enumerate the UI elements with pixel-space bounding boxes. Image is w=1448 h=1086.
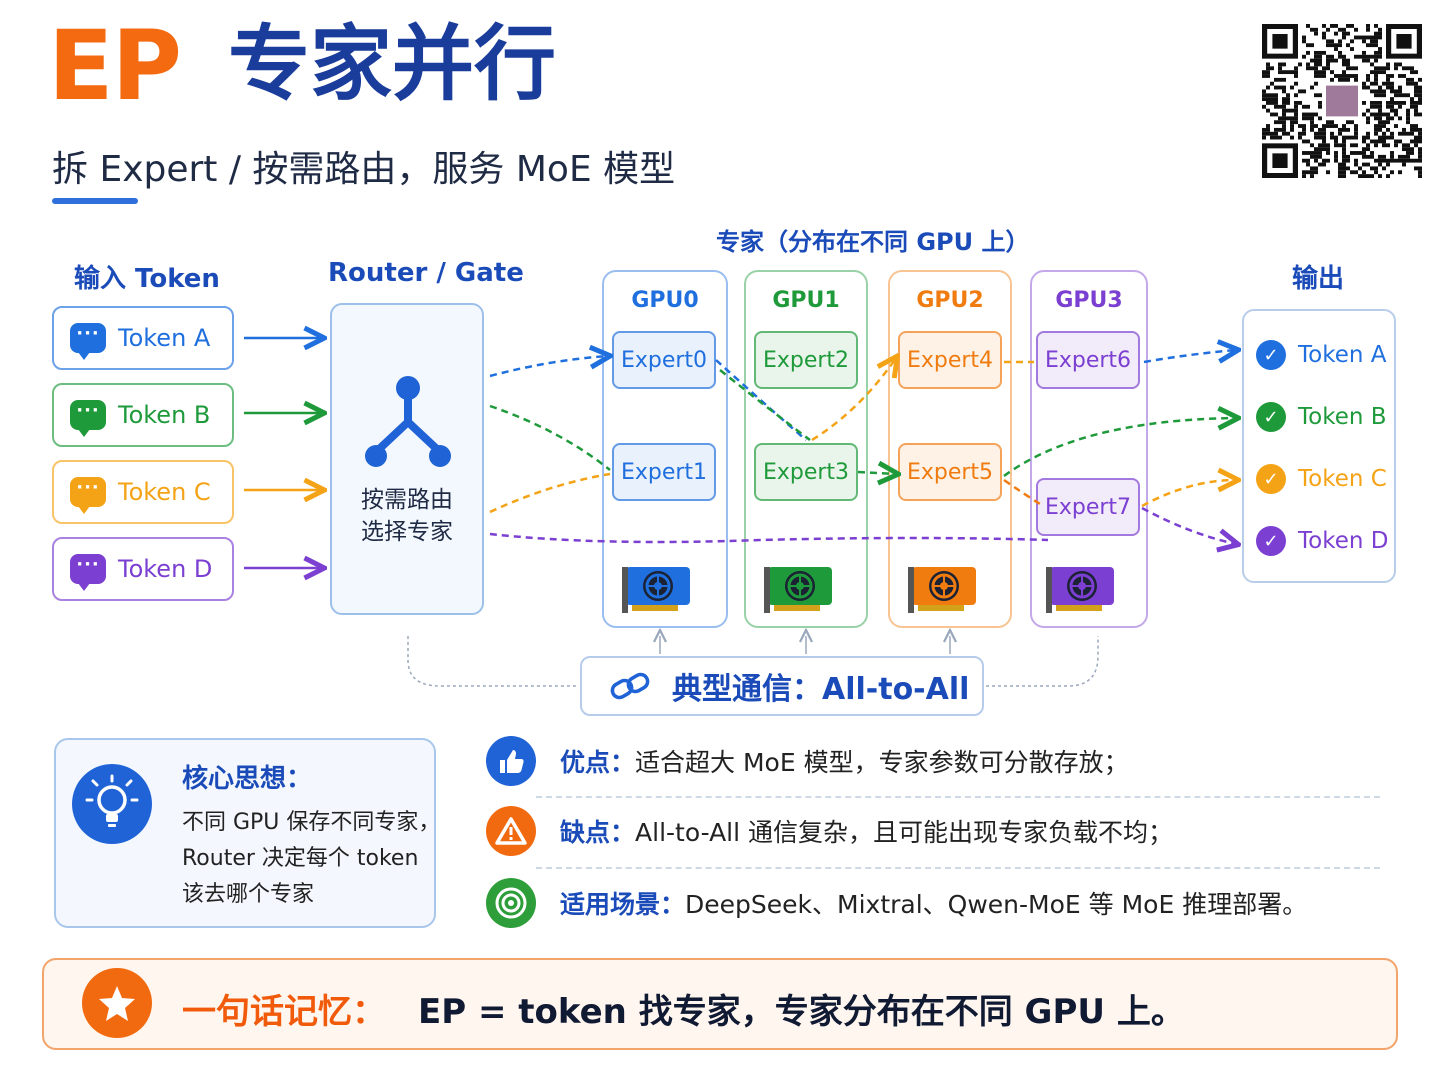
- route-orange-5: [1141, 480, 1236, 508]
- link-icon: [610, 672, 650, 700]
- route-blue-3: [1143, 350, 1236, 362]
- input-token-label: Token D: [118, 555, 213, 583]
- lightbulb-icon: [72, 764, 152, 844]
- input-token-label: Token C: [118, 478, 211, 506]
- expert3-box: Expert3: [754, 443, 858, 501]
- output-token-d: ✓ Token D: [1256, 526, 1388, 556]
- comm-label: 典型通信：All-to-All: [672, 672, 970, 707]
- gpu-card-icon: [622, 567, 690, 613]
- qr-code-icon: [1262, 24, 1422, 178]
- experts-label: 专家（分布在不同 GPU 上）: [716, 228, 1030, 256]
- core-idea-line: Router 决定每个 token: [182, 846, 419, 871]
- comm-box: 典型通信：All-to-All: [580, 656, 984, 716]
- expert0-box: Expert0: [612, 331, 716, 389]
- title-cn: 专家并行: [228, 17, 557, 112]
- input-label: 输入 Token: [74, 264, 220, 294]
- check-icon: ✓: [1256, 526, 1286, 556]
- check-icon: ✓: [1256, 464, 1286, 494]
- gpu-card-icon: [908, 567, 976, 613]
- cons-row: 缺点： All-to-All 通信复杂，且可能出现专家负载不均；: [486, 806, 1173, 856]
- output-token-label: Token A: [1298, 342, 1387, 368]
- input-token-d: ··· Token D: [52, 537, 234, 601]
- input-token-label: Token A: [118, 324, 211, 352]
- expert4-box: Expert4: [898, 331, 1002, 389]
- cons-text: All-to-All 通信复杂，且可能出现专家负载不均；: [635, 818, 1174, 847]
- check-icon: ✓: [1256, 402, 1286, 432]
- title-underline: [52, 198, 138, 204]
- gpu-card-icon: [764, 567, 832, 613]
- input-token-label: Token B: [118, 401, 211, 429]
- pros-text: 适合超大 MoE 模型，专家参数可分散存放；: [635, 748, 1129, 777]
- expert2-box: Expert2: [754, 331, 858, 389]
- warning-icon: [486, 806, 536, 856]
- input-token-c: ··· Token C: [52, 460, 234, 524]
- router-icon: [365, 376, 451, 467]
- input-token-b: ··· Token B: [52, 383, 234, 447]
- route-purple-2: [1141, 506, 1236, 544]
- router-line2: 选择专家: [361, 519, 453, 545]
- title-ep: EP: [48, 10, 182, 122]
- memo-text: EP = token 找专家，专家分布在不同 GPU 上。: [418, 992, 1185, 1032]
- router-text: 按需路由 选择专家: [330, 484, 484, 548]
- memo-label: 一句话记忆：: [182, 992, 386, 1032]
- gpu-card-icon: [1046, 567, 1114, 613]
- use-cases-label: 适用场景：: [560, 890, 686, 919]
- gpu3-label: GPU3: [1055, 288, 1123, 313]
- router-line1: 按需路由: [361, 487, 453, 513]
- chat-icon: ···: [70, 477, 106, 514]
- output-label: 输出: [1292, 264, 1345, 294]
- output-token-label: Token C: [1298, 466, 1387, 492]
- divider: [536, 796, 1380, 798]
- chat-icon: ···: [70, 554, 106, 591]
- thumbs-up-icon: [486, 736, 536, 786]
- expert7-box: Expert7: [1036, 478, 1140, 536]
- expert1-box: Expert1: [612, 443, 716, 501]
- router-label: Router / Gate: [328, 258, 524, 288]
- star-icon: [82, 968, 152, 1038]
- chat-icon: ···: [70, 323, 106, 360]
- core-idea-line: 该去哪个专家: [182, 882, 315, 907]
- comm-line-left: [407, 636, 578, 687]
- output-token-label: Token D: [1298, 528, 1389, 554]
- cons-label: 缺点：: [560, 818, 636, 847]
- check-icon: ✓: [1256, 340, 1286, 370]
- route-blue-1: [489, 356, 608, 378]
- gpu2-label: GPU2: [916, 288, 984, 313]
- output-token-a: ✓ Token A: [1256, 340, 1387, 370]
- gpu0-label: GPU0: [631, 288, 699, 313]
- core-idea-title: 核心思想：: [182, 764, 313, 794]
- expert5-box: Expert5: [898, 443, 1002, 501]
- expert6-box: Expert6: [1036, 331, 1140, 389]
- pros-row: 优点： 适合超大 MoE 模型，专家参数可分散存放；: [486, 736, 1129, 786]
- router-box: [330, 303, 484, 615]
- use-cases-row: 适用场景： DeepSeek、Mixtral、Qwen-MoE 等 MoE 推理…: [486, 878, 1307, 928]
- comm-line-right: [986, 636, 1099, 687]
- target-icon: [486, 878, 536, 928]
- output-token-c: ✓ Token C: [1256, 464, 1387, 494]
- core-idea-line: 不同 GPU 保存不同专家，: [182, 810, 441, 835]
- memo-box: [42, 958, 1398, 1050]
- route-green-1: [489, 404, 611, 471]
- chat-icon: ···: [70, 400, 106, 437]
- route-orange-1: [489, 472, 611, 514]
- divider: [536, 867, 1380, 869]
- pros-label: 优点：: [560, 748, 636, 777]
- gpu1-label: GPU1: [772, 288, 840, 313]
- use-cases-text: DeepSeek、Mixtral、Qwen-MoE 等 MoE 推理部署。: [685, 890, 1308, 919]
- input-token-a: ··· Token A: [52, 306, 234, 370]
- subtitle: 拆 Expert / 按需路由，服务 MoE 模型: [52, 149, 676, 190]
- output-token-label: Token B: [1298, 404, 1387, 430]
- output-token-b: ✓ Token B: [1256, 402, 1387, 432]
